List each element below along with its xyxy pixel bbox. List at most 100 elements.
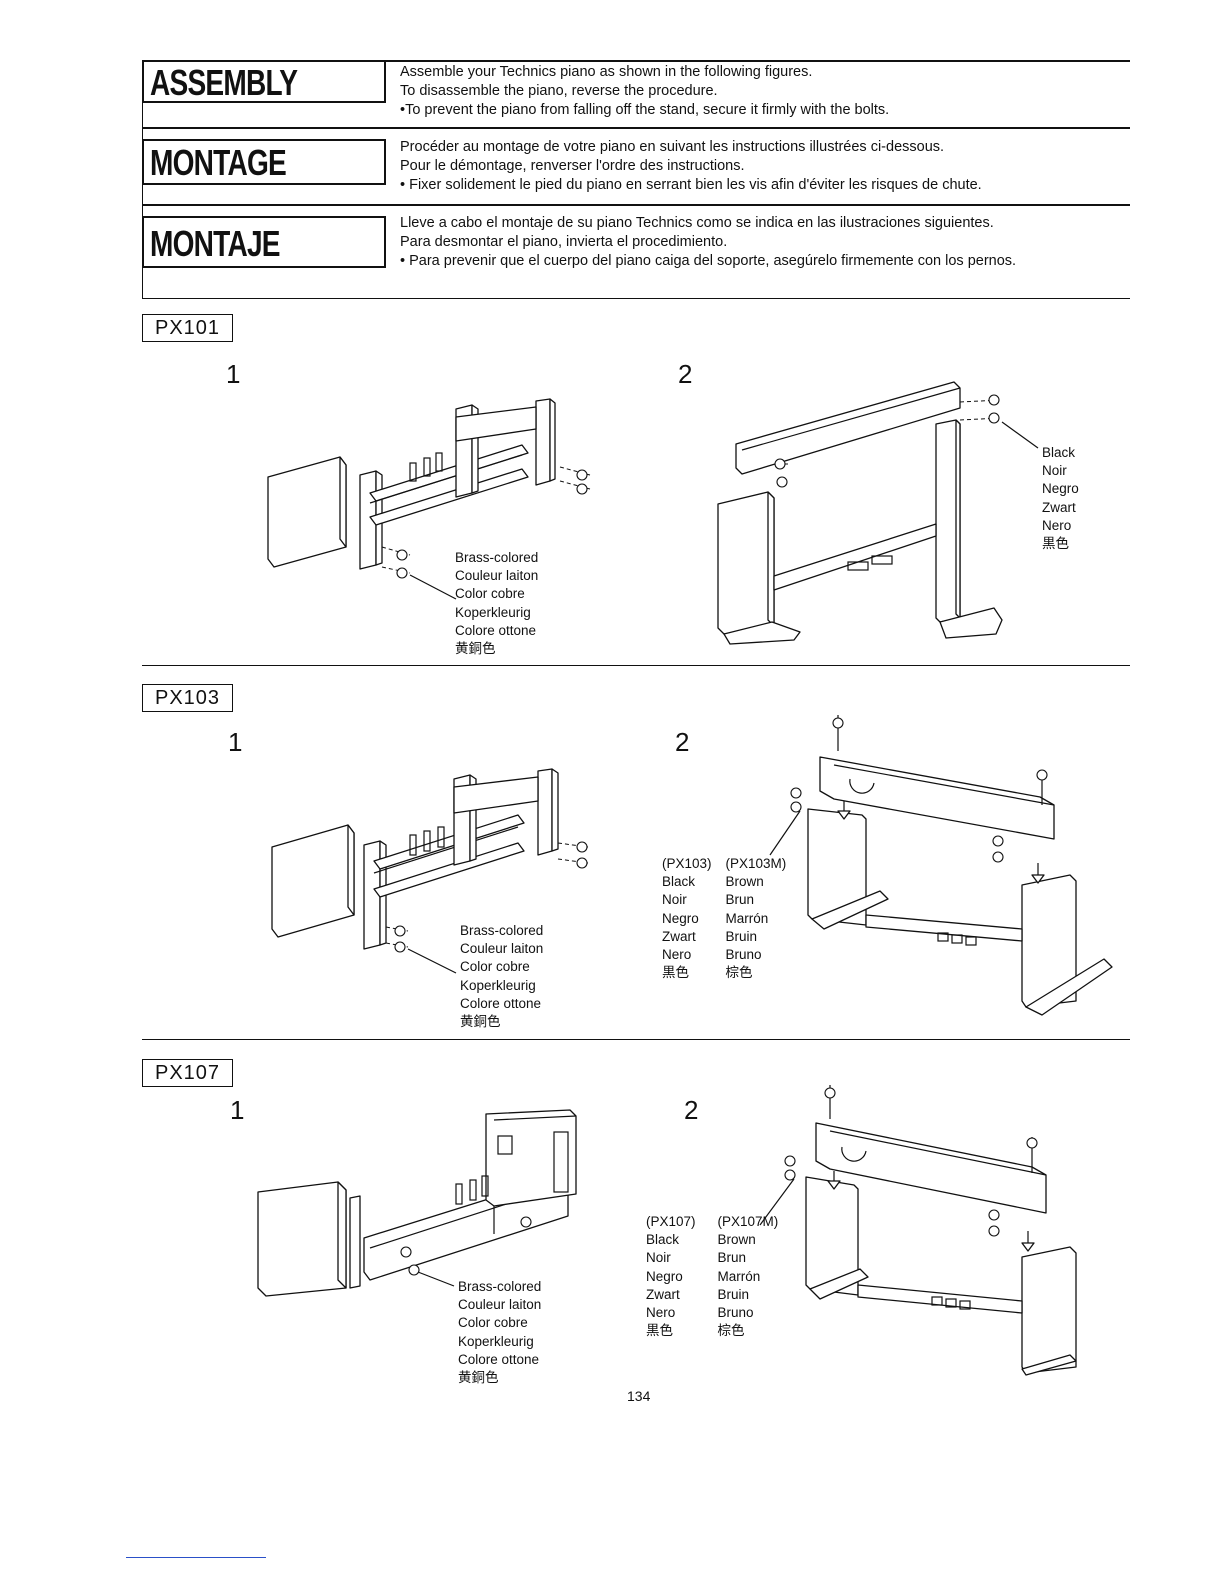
px107-black-column: (PX107) Black Noir Negro Zwart Nero 黒色 (646, 1213, 696, 1340)
label-line: (PX103) (662, 856, 712, 871)
label-line: Noir (662, 892, 687, 908)
px101-brass-label: Brass-colored Couleur laiton Color cobre… (455, 549, 538, 658)
px103-brown-column: (PX103M) Brown Brun Marrón Bruin Bruno 棕… (726, 855, 787, 982)
label-line: Brass-colored (455, 550, 539, 565)
label-line: Colore ottone (460, 995, 542, 1011)
px101-black-label: Black Noir Negro Zwart Nero 黒色 (1042, 444, 1079, 553)
text-line: Para desmontar el piano, invierta el pro… (400, 234, 728, 250)
px101-step2-illustration (717, 381, 1039, 645)
label-line: 棕色 (725, 965, 753, 981)
label-line: 黒色 (662, 965, 689, 981)
section-text-assembly: Assemble your Technics piano as shown in… (400, 63, 1130, 120)
label-line: Brun (717, 1250, 747, 1266)
label-line: Noir (1042, 463, 1067, 479)
section-rule (142, 103, 143, 129)
label-line: 黄銅色 (458, 1370, 499, 1386)
label-line: Brass-colored (460, 923, 544, 938)
px101-step1-illustration (267, 398, 591, 600)
label-line: Color cobre (455, 586, 525, 602)
step-number: 2 (675, 727, 690, 757)
label-line: Bruin (717, 1286, 750, 1302)
label-line: Negro (1042, 481, 1079, 497)
model-label-px107: PX107 (142, 1059, 234, 1087)
label-line: Black (646, 1232, 680, 1248)
step-number: 2 (678, 359, 693, 389)
label-line: (PX107M) (717, 1214, 779, 1229)
step-number: 2 (684, 1095, 699, 1125)
label-line: Brown (717, 1232, 756, 1248)
label-line: Color cobre (460, 959, 530, 975)
section-title-montage: MONTAGE (142, 139, 386, 185)
px107-brass-label: Brass-colored Couleur laiton Color cobre… (458, 1278, 541, 1387)
label-line: Black (662, 874, 696, 890)
label-line: Nero (1042, 517, 1072, 533)
label-line: Brown (725, 874, 764, 890)
section-text-montage: Procéder au montage de votre piano en su… (400, 138, 1130, 195)
label-line: Colore ottone (458, 1351, 540, 1367)
section-montaje: MONTAJE Lleve a cabo el montaje de su pi… (142, 204, 1130, 299)
label-line: Nero (662, 947, 692, 963)
label-line: Koperkleurig (455, 604, 531, 620)
label-line: Bruin (725, 928, 758, 944)
model-label-px103: PX103 (142, 684, 234, 712)
section-title-montaje: MONTAJE (142, 216, 386, 268)
label-line: (PX103M) (725, 856, 787, 871)
label-line: Koperkleurig (458, 1333, 534, 1349)
text-line: Lleve a cabo el montaje de su piano Tech… (400, 215, 994, 231)
label-line: Colore ottone (455, 622, 537, 638)
label-line: Koperkleurig (460, 977, 536, 993)
section-assembly: ASSEMBLY Assemble your Technics piano as… (142, 60, 1130, 129)
px103-step1-illustration (271, 768, 589, 974)
label-line: Couleur laiton (460, 941, 544, 957)
label-line: Couleur laiton (455, 568, 539, 584)
label-line: Zwart (662, 928, 696, 944)
text-line: To disassemble the piano, reverse the pr… (400, 83, 718, 99)
section-text-montaje: Lleve a cabo el montaje de su piano Tech… (400, 214, 1130, 271)
label-line: Black (1042, 445, 1076, 460)
label-line: (PX107) (646, 1214, 696, 1229)
label-line: 黒色 (646, 1323, 673, 1339)
text-line: Pour le démontage, renverser l'ordre des… (400, 158, 745, 174)
label-line: 黄銅色 (455, 641, 496, 657)
px103-step2-illustration (769, 715, 1113, 1016)
label-line: Marrón (725, 910, 769, 926)
text-line: • Para prevenir que el cuerpo del piano … (400, 253, 1017, 269)
text-line: Assemble your Technics piano as shown in… (400, 64, 813, 80)
footer-rule (126, 1557, 266, 1558)
label-line: 棕色 (717, 1323, 745, 1339)
label-line: Couleur laiton (458, 1297, 542, 1313)
label-line: Brass-colored (458, 1279, 542, 1294)
px107-step1-illustration (257, 1109, 577, 1297)
label-line: Zwart (1042, 499, 1076, 515)
label-line: Noir (646, 1250, 671, 1266)
label-line: 黄銅色 (460, 1014, 501, 1030)
label-line: Bruno (717, 1305, 754, 1321)
px107-color-labels: (PX107) Black Noir Negro Zwart Nero 黒色 (… (646, 1213, 778, 1340)
label-line: Zwart (646, 1286, 680, 1302)
section-separator (142, 665, 1130, 666)
text-line: •To prevent the piano from falling off t… (400, 102, 890, 118)
px107-brown-column: (PX107M) Brown Brun Marrón Bruin Bruno 棕… (718, 1213, 779, 1340)
px103-color-labels: (PX103) Black Noir Negro Zwart Nero 黒色 (… (662, 855, 786, 982)
label-line: Marrón (717, 1268, 761, 1284)
px103-brass-label: Brass-colored Couleur laiton Color cobre… (460, 922, 543, 1031)
model-label-px101: PX101 (142, 314, 234, 342)
label-line: Brun (725, 892, 755, 908)
px103-black-column: (PX103) Black Noir Negro Zwart Nero 黒色 (662, 855, 712, 982)
step-number: 1 (230, 1095, 245, 1125)
section-bottom-rule (142, 298, 1130, 299)
section-separator (142, 1039, 1130, 1040)
label-line: Color cobre (458, 1315, 528, 1331)
section-montage: MONTAGE Procéder au montage de votre pia… (142, 127, 1130, 207)
px107-step2-illustration (759, 1085, 1077, 1376)
label-line: Nero (646, 1305, 676, 1321)
label-line: Negro (646, 1268, 683, 1284)
label-line: Negro (662, 910, 699, 926)
section-title-assembly: ASSEMBLY (142, 62, 386, 103)
text-line: • Fixer solidement le pied du piano en s… (400, 177, 982, 193)
page-number: 134 (627, 1388, 651, 1404)
step-number: 1 (228, 727, 243, 757)
section-rule (142, 206, 143, 299)
text-line: Procéder au montage de votre piano en su… (400, 139, 945, 155)
label-line: 黒色 (1042, 536, 1069, 552)
